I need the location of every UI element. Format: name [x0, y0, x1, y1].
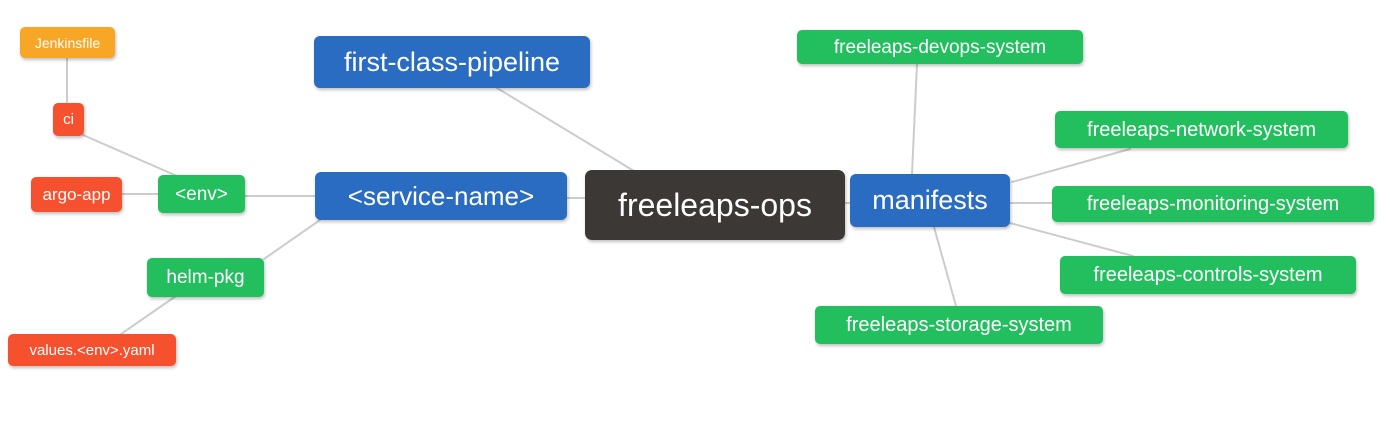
edge-manifests-storage-system [933, 226, 957, 307]
node-freeleaps-ops[interactable]: freeleaps-ops [585, 170, 845, 240]
edge-manifests-network-system [1011, 148, 1131, 183]
node-env[interactable]: <env> [158, 175, 245, 213]
node-monitoring-system[interactable]: freeleaps-monitoring-system [1052, 186, 1374, 222]
node-service-name[interactable]: <service-name> [315, 172, 567, 220]
node-first-class-pipeline[interactable]: first-class-pipeline [314, 36, 590, 88]
edge-first-class-pipeline-ops [496, 87, 635, 172]
node-devops-system[interactable]: freeleaps-devops-system [797, 30, 1083, 64]
node-ci[interactable]: ci [53, 103, 84, 136]
node-jenkinsfile[interactable]: Jenkinsfile [20, 27, 115, 58]
edge-manifests-devops-system [911, 63, 918, 175]
node-helm-pkg[interactable]: helm-pkg [147, 258, 264, 297]
node-controls-system[interactable]: freeleaps-controls-system [1060, 256, 1356, 294]
node-values-env-yaml[interactable]: values.<env>.yaml [8, 334, 176, 366]
node-network-system[interactable]: freeleaps-network-system [1055, 111, 1348, 148]
edge-helm-pkg-values-env-yaml [120, 295, 177, 335]
edge-ci-env [82, 134, 178, 177]
edge-manifests-controls-system [1009, 222, 1134, 257]
node-argo-app[interactable]: argo-app [31, 177, 122, 212]
edge-service-name-helm-pkg [263, 219, 321, 260]
node-manifests[interactable]: manifests [850, 174, 1010, 227]
node-storage-system[interactable]: freeleaps-storage-system [815, 306, 1103, 344]
